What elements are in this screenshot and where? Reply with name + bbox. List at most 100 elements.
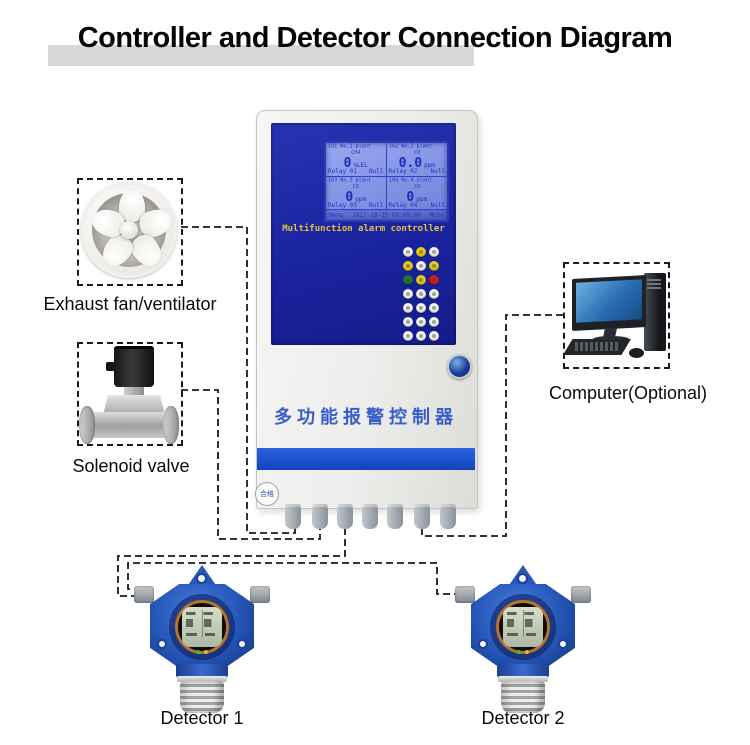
controller-button-yellow xyxy=(403,261,413,271)
alarm-controller: 101 No.1 plant CH4 0 %LEL Relay 01 Null 10… xyxy=(256,110,478,509)
channel-relay-status: Null xyxy=(430,167,445,175)
solenoid-valve-box xyxy=(77,342,183,446)
controller-button-green xyxy=(403,275,413,285)
valve-bonnet xyxy=(103,395,165,415)
mounting-hole xyxy=(157,639,167,649)
exhaust-fan-image xyxy=(81,182,177,278)
channel-gas: CO xyxy=(413,183,420,189)
controller-button-white xyxy=(416,261,426,271)
detector-lcd xyxy=(503,607,543,647)
controller-chinese-label: 多功能报警控制器 xyxy=(274,407,458,427)
channel-value: 0.0 xyxy=(398,156,423,171)
controller-button-white xyxy=(403,289,413,299)
channel-unit: ppm xyxy=(424,162,435,169)
status-led-yellow xyxy=(204,650,208,654)
controller-button-yellow xyxy=(416,247,426,257)
channel-unit: ppm xyxy=(416,195,428,203)
solenoid-valve-label: Solenoid valve xyxy=(72,456,190,476)
controller-blue-stripe xyxy=(257,448,475,470)
channel-gas: CO xyxy=(413,149,420,156)
title-highlight-bar xyxy=(48,45,474,66)
channel-header: 102 No.2 plant xyxy=(388,143,432,150)
controller-button-white xyxy=(403,303,413,313)
valve-coil xyxy=(114,349,154,387)
computer-image xyxy=(563,262,666,365)
channel-header: 101 No.1 plant xyxy=(328,143,371,150)
controller-button-white xyxy=(416,331,426,341)
channel-gas: CH4 xyxy=(351,149,361,156)
controller-button-white xyxy=(429,317,439,327)
sensor-collar xyxy=(498,676,548,682)
mounting-hole xyxy=(237,639,247,649)
lcd-mute: Mute xyxy=(429,211,444,219)
computer-box xyxy=(563,262,670,369)
controller-button-white xyxy=(429,247,439,257)
cable-gland xyxy=(312,504,328,529)
channel-relay: Relay 03 xyxy=(328,202,357,209)
computer-label: Computer(Optional) xyxy=(548,383,708,403)
detector-2-label: Detector 2 xyxy=(481,708,565,728)
mounting-hole xyxy=(478,639,488,649)
lcd-status-bar: Menu 2017-10-25 09:00:00 Mute xyxy=(326,209,447,220)
page-title: Controller and Detector Connection Diagr… xyxy=(77,22,673,54)
controller-button-white xyxy=(403,331,413,341)
solenoid-valve-image xyxy=(77,342,179,444)
computer-monitor xyxy=(572,275,646,331)
channel-relay: Relay 01 xyxy=(328,167,357,175)
detector-cable-gland-left xyxy=(455,586,475,603)
channel-unit: %LEL xyxy=(353,162,368,169)
controller-power-indicator xyxy=(447,354,472,379)
detector-cable-gland-right xyxy=(571,586,591,603)
controller-button-white xyxy=(429,331,439,341)
computer-keyboard xyxy=(563,339,631,355)
channel-relay-status: Null xyxy=(369,167,384,175)
channel-relay: Relay 02 xyxy=(388,167,418,175)
mounting-hole xyxy=(196,573,207,584)
exhaust-fan-label: Exhaust fan/ventilator xyxy=(43,294,217,314)
valve-flange xyxy=(79,406,95,444)
detector-1: Detector 1 xyxy=(132,560,272,735)
status-led-green xyxy=(196,650,200,654)
controller-lcd: 101 No.1 plant CH4 0 %LEL Relay 01 Null 10… xyxy=(324,141,449,222)
lcd-datetime: 2017-10-25 09:00:00 xyxy=(352,211,421,219)
cable-gland xyxy=(285,504,301,529)
cable-gland xyxy=(362,504,378,529)
cable-gland xyxy=(414,504,430,529)
channel-value: 0 xyxy=(345,189,354,205)
detector-lcd xyxy=(182,607,222,647)
mounting-hole xyxy=(517,573,528,584)
controller-front-panel: 101 No.1 plant CH4 0 %LEL Relay 01 Null 10… xyxy=(271,123,456,345)
detector-2: Detector 2 xyxy=(453,560,593,735)
qc-sticker: 合格 xyxy=(255,482,279,506)
valve-neck xyxy=(124,387,144,396)
status-led-green xyxy=(517,650,521,654)
valve-connector xyxy=(106,362,115,371)
computer-mouse xyxy=(629,348,644,358)
controller-button-yellow xyxy=(416,275,426,285)
detector-cable-gland-right xyxy=(250,586,270,603)
valve-flange xyxy=(163,406,179,444)
channel-relay-status: Null xyxy=(369,202,384,209)
controller-button-white xyxy=(403,317,413,327)
controller-brand-label: Multifunction alarm controller xyxy=(282,224,445,234)
lcd-channel-grid: 101 No.1 plant CH4 0 %LEL Relay 01 Null 10… xyxy=(326,143,447,210)
channel-unit: ppm xyxy=(355,195,367,203)
sensor-cylinder xyxy=(501,681,545,713)
channel-relay-status: Null xyxy=(430,202,445,209)
computer-screen xyxy=(576,279,642,323)
controller-button-white xyxy=(429,289,439,299)
controller-button-white xyxy=(416,317,426,327)
status-led-yellow xyxy=(525,650,529,654)
controller-button-red xyxy=(429,275,439,285)
channel-gas: CO xyxy=(352,183,359,189)
controller-button-white xyxy=(429,303,439,313)
detector-neck xyxy=(176,664,228,678)
detector-neck xyxy=(497,664,549,678)
fan-hub xyxy=(120,221,138,239)
controller-button-white xyxy=(403,247,413,257)
